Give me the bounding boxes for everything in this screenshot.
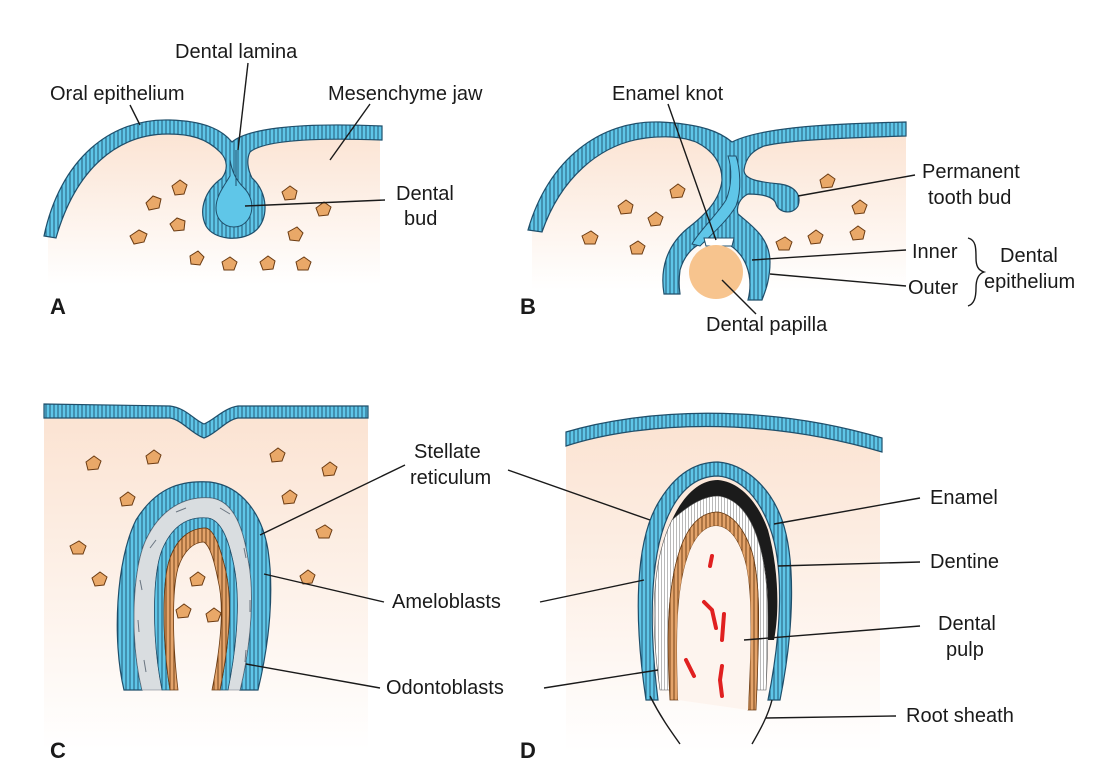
label-stellate-line1: Stellate [414, 441, 481, 463]
dental-papilla-b [689, 245, 743, 299]
panel-d: Enamel Dentine Dental pulp Root sheath D [508, 413, 1014, 763]
leader-oral-epithelium [130, 105, 140, 125]
shared-labels: Stellate reticulum Ameloblasts Odontobla… [386, 441, 504, 699]
label-outer: Outer [908, 277, 958, 299]
label-dentine: Dentine [930, 551, 999, 573]
panel-c: C [44, 404, 405, 763]
label-dental-lamina: Dental lamina [175, 41, 298, 63]
panel-letter-c: C [50, 738, 66, 763]
panel-letter-a: A [50, 294, 66, 319]
label-enamel: Enamel [930, 487, 998, 509]
label-dental-bud-line2: bud [404, 208, 437, 230]
brace-dental-epithelium [968, 238, 984, 306]
label-inner: Inner [912, 241, 958, 263]
label-dental-epithelium-line1: Dental [1000, 245, 1058, 267]
panel-letter-b: B [520, 294, 536, 319]
label-permanent-line1: Permanent [922, 161, 1020, 183]
label-enamel-knot: Enamel knot [612, 83, 724, 105]
label-ameloblasts: Ameloblasts [392, 591, 501, 613]
label-mesenchyme-jaw: Mesenchyme jaw [328, 83, 483, 105]
label-dental-epithelium-line2: epithelium [984, 271, 1075, 293]
label-root-sheath: Root sheath [906, 705, 1014, 727]
label-oral-epithelium: Oral epithelium [50, 83, 185, 105]
label-dental-bud-line1: Dental [396, 183, 454, 205]
label-permanent-line2: tooth bud [928, 187, 1011, 209]
label-dental-pulp-line1: Dental [938, 613, 996, 635]
label-odontoblasts: Odontoblasts [386, 677, 504, 699]
panel-letter-d: D [520, 738, 536, 763]
panel-b: Enamel knot Permanent tooth bud Inner Ou… [520, 83, 1075, 336]
label-dental-papilla: Dental papilla [706, 314, 828, 336]
label-stellate-line2: reticulum [410, 467, 491, 489]
enamel-knot-b [704, 238, 734, 246]
label-dental-pulp-line2: pulp [946, 639, 984, 661]
panel-a: Oral epithelium Dental lamina Mesenchyme… [44, 41, 483, 319]
